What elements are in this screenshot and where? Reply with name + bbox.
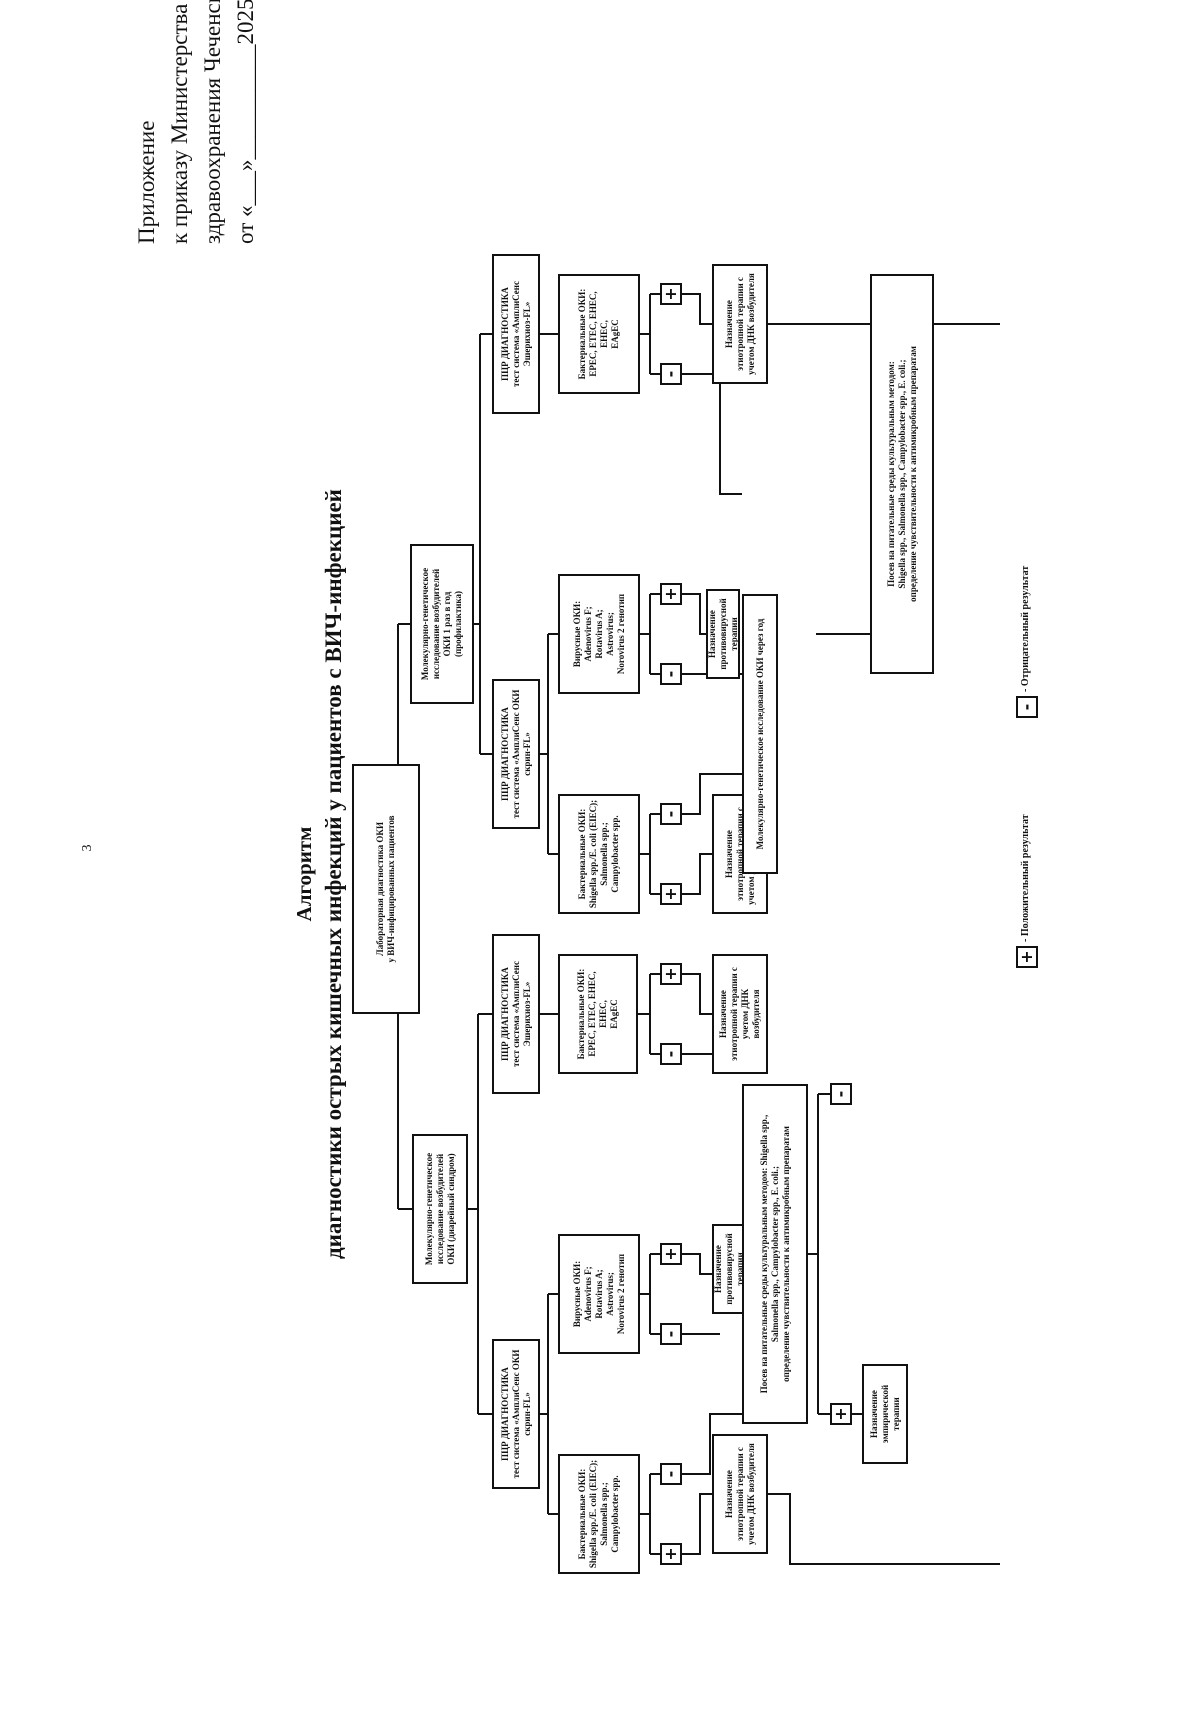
culture-method-left-box: Посев на питательные среды культуральным… xyxy=(742,1084,808,1424)
pcr-escherichiosis-right-box: ПЦР ДИАГНОСТИКА тест система «АмплиСенс … xyxy=(492,254,540,414)
legend-negative-label: - Отрицательный результат xyxy=(1020,565,1031,692)
negative-sign: - xyxy=(660,1043,682,1065)
molecular-genetic-yearly-box: Молекулярно-генетическое исследование во… xyxy=(410,544,474,704)
positive-sign: + xyxy=(830,1403,852,1425)
bacterial-oki-left-box: Бактериальные ОКИ: Shigella spp./E. coli… xyxy=(558,1454,640,1574)
negative-sign: - xyxy=(660,803,682,825)
negative-sign: - xyxy=(830,1083,852,1105)
connector xyxy=(682,973,712,1015)
negative-sign: - xyxy=(660,1323,682,1345)
legend-positive-sign: + xyxy=(1016,946,1038,968)
etiotropic-therapy-left-box: Назначение этиотропной терапии с учетом … xyxy=(712,1434,768,1554)
connector xyxy=(682,1493,712,1555)
legend-negative-sign: - xyxy=(1016,696,1038,718)
empiric-therapy-box: Назначение эмпирической терапии xyxy=(862,1364,908,1464)
connector xyxy=(682,853,712,895)
bacterial-oki-right-box: Бактериальные ОКИ: Shigella spp./E. coli… xyxy=(558,794,640,914)
positive-sign: + xyxy=(660,963,682,985)
negative-sign: - xyxy=(660,663,682,685)
legend-positive-label: - Положительный результат xyxy=(1020,814,1031,942)
positive-sign: + xyxy=(660,883,682,905)
connector xyxy=(682,293,712,325)
connector xyxy=(682,373,742,495)
molecular-yearly-repeat-box: Молекулярно-генетическое исследование ОК… xyxy=(742,594,778,874)
connector xyxy=(682,1413,742,1475)
positive-sign: + xyxy=(660,1243,682,1265)
positive-sign: + xyxy=(660,283,682,305)
root-lab-diagnostics-box: Лабораторная диагностика ОКИ у ВИЧ-инфиц… xyxy=(352,764,420,1014)
connector xyxy=(682,1253,712,1275)
viral-oki-right-box: Вирусные ОКИ: Adenovirus F; Rotavirus A;… xyxy=(558,574,640,694)
pcr-oki-screen-right-box: ПЦР ДИАГНОСТИКА тест система «АмплиСенс … xyxy=(492,679,540,829)
etiotropic-therapy-right2-box: Назначение этиотропной терапии с учетом … xyxy=(712,264,768,384)
pcr-escherichiosis-left-box: ПЦР ДИАГНОСТИКА тест система «АмплиСенс … xyxy=(492,934,540,1094)
viral-oki-left-box: Вирусные ОКИ: Adenovirus F; Rotavirus A;… xyxy=(558,1234,640,1354)
positive-sign: + xyxy=(660,583,682,605)
molecular-genetic-diarrhea-box: Молекулярно-генетическое исследование во… xyxy=(412,1134,468,1284)
etiotropic-therapy-left2-box: Назначение этиотропной терапии с учетом … xyxy=(712,954,768,1074)
bacterial-escherichia-right-box: Бактериальные ОКИ: EPEC, ETEC, EHEC, EHE… xyxy=(558,274,640,394)
antiviral-therapy-left-box: Назначение противовирусной терапии xyxy=(712,1224,746,1314)
pcr-oki-screen-left-box: ПЦР ДИАГНОСТИКА тест система «АмплиСенс … xyxy=(492,1339,540,1489)
positive-sign: + xyxy=(660,1543,682,1565)
bacterial-escherichia-left-box: Бактериальные ОКИ: EPEC, ETEC, EHEC, EHE… xyxy=(558,954,638,1074)
connector xyxy=(682,773,742,815)
culture-method-right-box: Посев на питательные среды культуральным… xyxy=(870,274,934,674)
negative-sign: - xyxy=(660,1463,682,1485)
negative-sign: - xyxy=(660,363,682,385)
antiviral-therapy-right-box: Назначение противовирусной терапии xyxy=(706,589,740,679)
connector xyxy=(768,1493,1000,1565)
